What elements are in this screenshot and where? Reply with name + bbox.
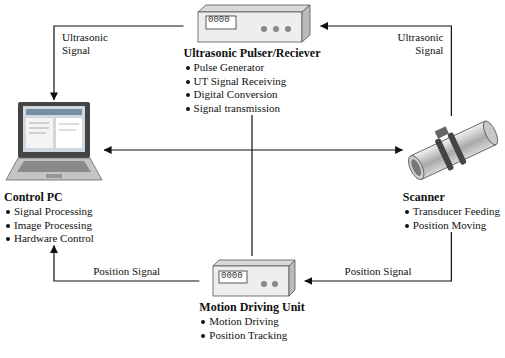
bullet-item: Digital Conversion [184, 88, 321, 102]
heading-text: Ultrasonic Pulser/Reciever [184, 46, 321, 60]
unit-heading: Ultrasonic Pulser/Reciever [184, 46, 321, 61]
scanner-illustration [400, 108, 502, 185]
signal-connector [104, 149, 403, 150]
bullet-text: Signal transmission [194, 102, 280, 114]
bullet-dot [186, 80, 190, 84]
scanner: ScannerTransducer FeedingPosition Moving [403, 116, 500, 232]
bullet-item: Signal transmission [184, 102, 321, 116]
bullet-item: Position Moving [403, 219, 500, 233]
laptop-illustration [6, 102, 102, 180]
bullet-dot [186, 93, 190, 97]
bullet-item: Pulse Generator [184, 61, 321, 75]
bullet-dot [405, 210, 409, 214]
signal-connector [54, 26, 184, 100]
bullet-text: Hardware Control [14, 232, 94, 244]
heading-text: Scanner [403, 190, 445, 204]
signal-connector [320, 26, 451, 116]
bullet-text: Position Tracking [209, 329, 287, 341]
motion-device [213, 260, 295, 296]
bullet-text: Motion Driving [209, 315, 278, 327]
display-readout: 0000 [208, 14, 230, 27]
signal-connector [54, 246, 199, 282]
bullet-dot [186, 66, 190, 70]
illustration-space [4, 100, 104, 188]
bullet-dot [6, 210, 10, 214]
bullet-text: Image Processing [14, 219, 92, 231]
bullet-dot [6, 237, 10, 241]
unit-heading: Control PC [4, 190, 104, 205]
bullet-item: Motion Driving [199, 315, 304, 329]
signal-label: Position Signal [343, 265, 414, 278]
bullet-text: Transducer Feeding [413, 205, 500, 217]
signal-label: Position Signal [91, 265, 162, 278]
unit-heading: Scanner [403, 190, 500, 205]
bullet-dot [405, 224, 409, 228]
bullet-item: UT Signal Receiving [184, 75, 321, 89]
pulser-receiver-unit: Ultrasonic Pulser/RecieverPulse Generato… [184, 2, 321, 115]
bullet-text: Digital Conversion [194, 88, 278, 100]
bullet-item: Image Processing [4, 219, 104, 233]
bullet-text: Signal Processing [14, 205, 93, 217]
motion-driving-unit: Motion Driving UnitMotion DrivingPositio… [199, 256, 304, 342]
bullet-dot [186, 107, 190, 111]
signal-label: Ultrasonic Signal [60, 31, 110, 57]
bullet-item: Signal Processing [4, 205, 104, 219]
illustration-space [184, 2, 306, 44]
bullet-dot [201, 334, 205, 338]
bullet-text: UT Signal Receiving [194, 75, 287, 87]
display-readout: 0000 [221, 270, 243, 283]
signal-connector [305, 232, 452, 281]
bullet-text: Pulse Generator [194, 61, 265, 73]
bullet-item: Position Tracking [199, 329, 304, 343]
unit-heading: Motion Driving Unit [199, 300, 304, 315]
control-pc: Control PCSignal ProcessingImage Process… [4, 100, 104, 246]
heading-text: Motion Driving Unit [199, 300, 304, 314]
bullet-item: Transducer Feeding [403, 205, 500, 219]
bullet-item: Hardware Control [4, 232, 104, 246]
heading-text: Control PC [4, 190, 63, 204]
bullet-text: Position Moving [413, 219, 487, 231]
illustration-space [199, 256, 287, 298]
illustration-space [403, 116, 498, 188]
signal-connector [251, 115, 252, 256]
pulser-device [198, 5, 310, 42]
bullet-dot [201, 320, 205, 324]
bullet-dot [6, 224, 10, 228]
signal-label: Ultrasonic Signal [396, 31, 446, 57]
